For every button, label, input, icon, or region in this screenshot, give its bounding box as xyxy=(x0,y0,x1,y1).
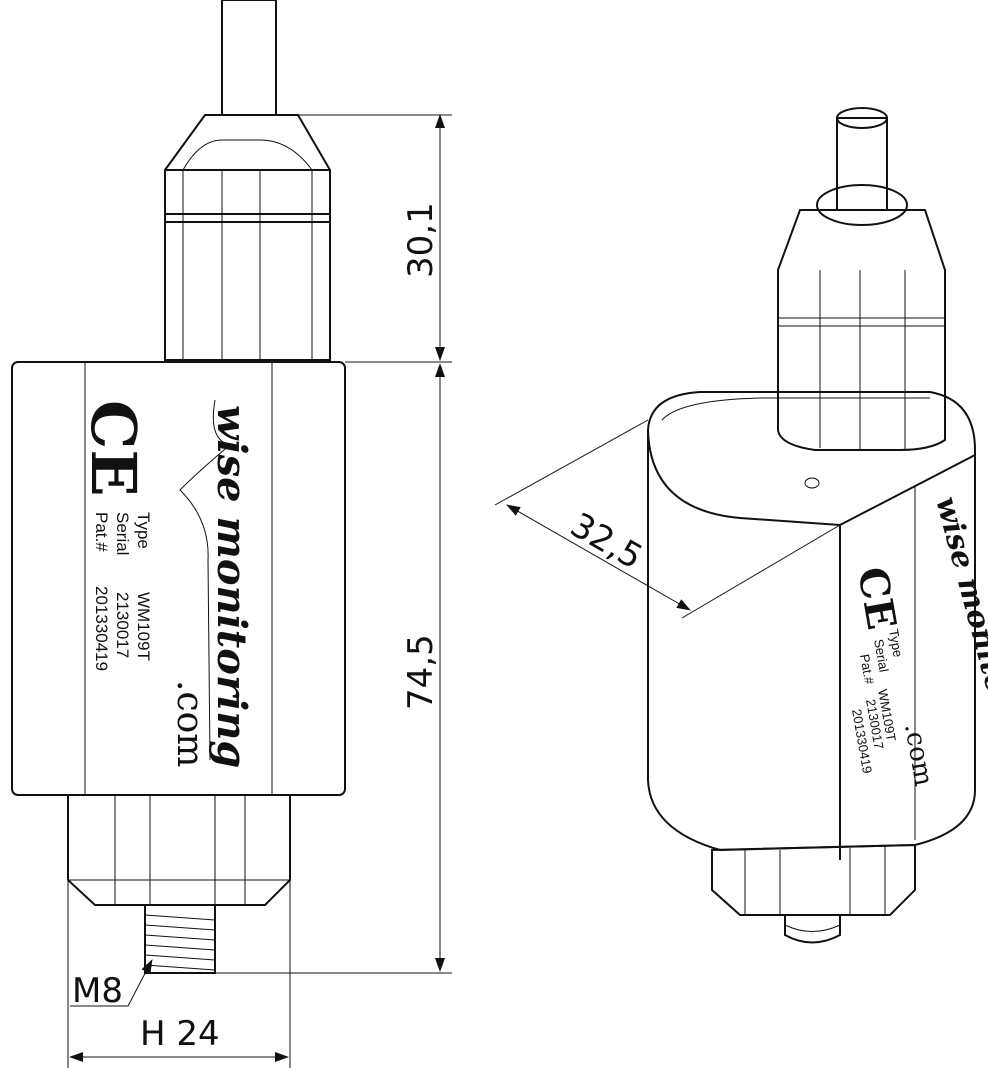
m8-thread xyxy=(144,904,216,974)
iso-body xyxy=(647,391,976,852)
serial-value: 2130017 xyxy=(113,592,132,658)
thread-dimension: M8 xyxy=(72,971,123,1011)
front-view: wise monitoring .com CE Type WM109T Seri… xyxy=(11,0,346,974)
cable-gland-nut xyxy=(164,114,331,361)
process-hex xyxy=(67,794,291,906)
nut-height-dimension: 30,1 xyxy=(401,202,441,278)
iso-brand-domain: .com xyxy=(898,721,939,788)
iso-serial-key: Serial xyxy=(871,638,892,673)
body-depth-dimension: 32,5 xyxy=(564,505,650,577)
brand-domain: .com xyxy=(169,680,210,767)
body-height-dimension: 74,5 xyxy=(401,634,441,710)
iso-cable-gland xyxy=(777,107,946,451)
iso-type-key: Type xyxy=(886,628,906,658)
iso-process-hex xyxy=(711,843,916,944)
pat-value: 201330419 xyxy=(92,586,111,671)
dimension-lines: 30,1 74,5 H 24 M8 xyxy=(67,114,452,1068)
iso-ce-mark: CE xyxy=(848,564,905,634)
serial-key: Serial xyxy=(113,512,132,555)
type-key: Type xyxy=(134,512,153,549)
pat-key: Pat.# xyxy=(92,512,111,552)
iso-brand-text: wise monitoring xyxy=(928,493,988,765)
isometric-view: wise monitoring .com CE Type WM109T Seri… xyxy=(494,107,988,944)
cable xyxy=(221,0,277,116)
hex-width-dimension: H 24 xyxy=(140,1014,220,1054)
type-value: WM109T xyxy=(134,592,153,661)
product-label: wise monitoring .com CE Type WM109T Seri… xyxy=(77,399,255,768)
iso-pat-key: Pat.# xyxy=(857,653,877,686)
ce-mark: CE xyxy=(77,400,150,497)
iso-label: wise monitoring .com CE Type WM109T Seri… xyxy=(848,493,988,788)
brand-text: wise monitoring xyxy=(208,405,255,768)
